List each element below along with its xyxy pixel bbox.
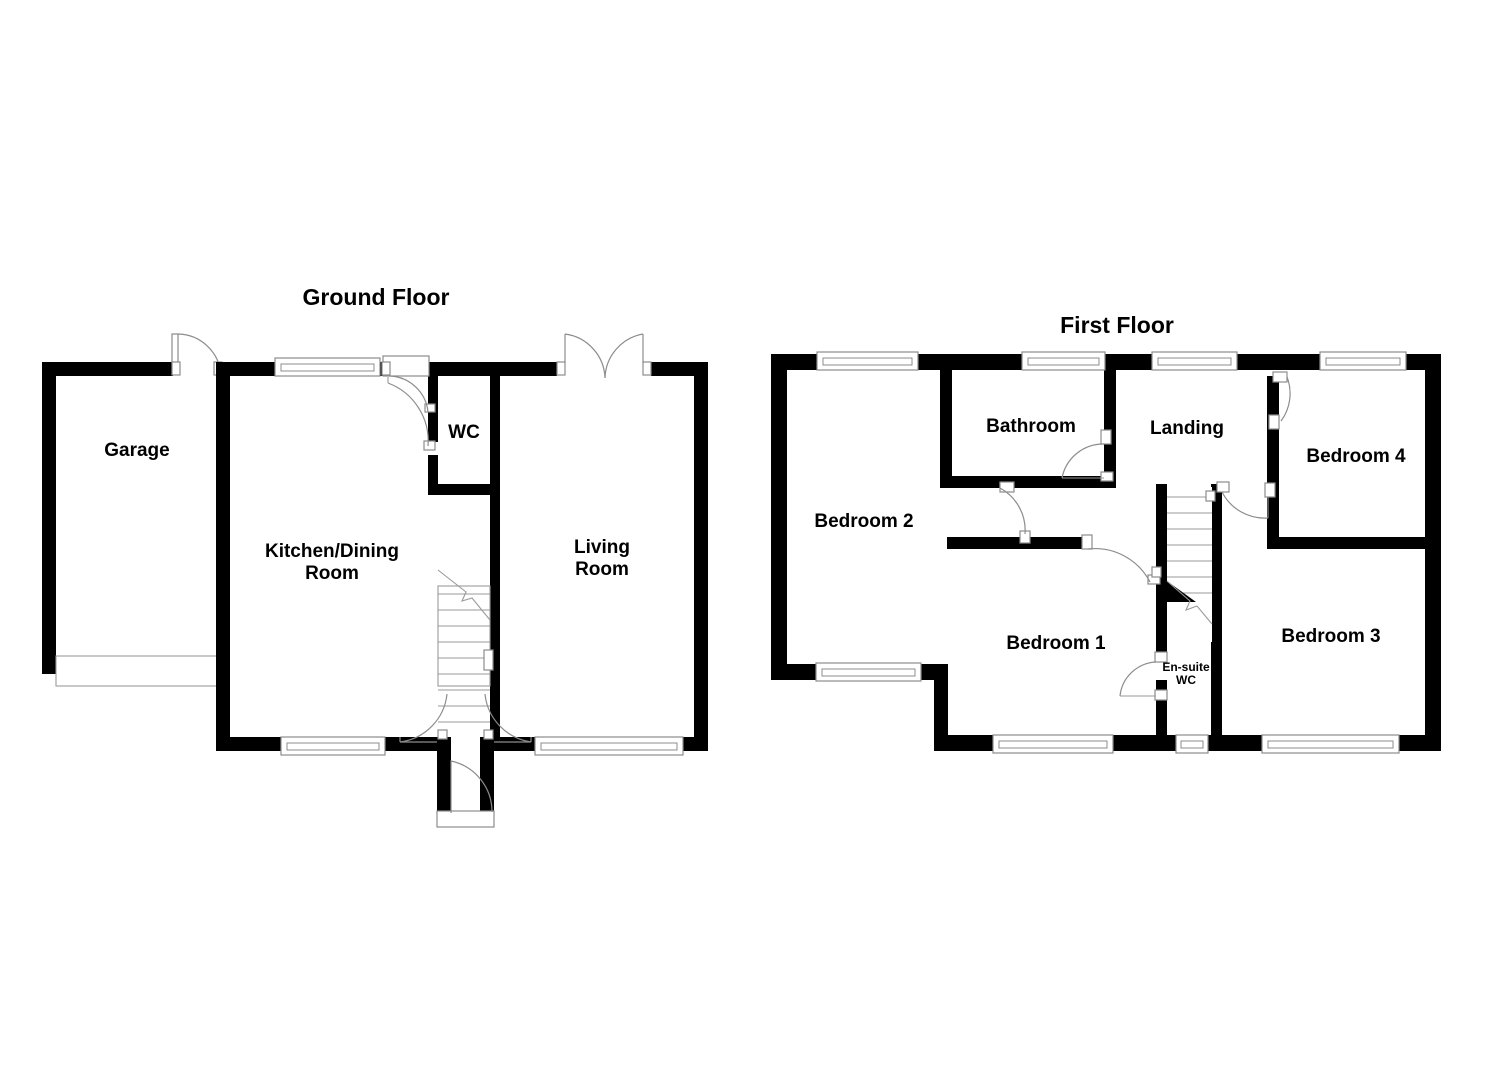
window-bedroom3-bottom xyxy=(1261,734,1400,754)
room-label-bedroom2: Bedroom 2 xyxy=(814,511,913,532)
garage-walls xyxy=(42,362,228,674)
front-door xyxy=(436,760,495,828)
window-landing-top xyxy=(1151,351,1238,371)
door-bedroom2 xyxy=(999,481,1031,544)
first-floor-group: First Floor xyxy=(771,312,1441,754)
first-floor-title: First Floor xyxy=(1060,312,1174,338)
door-bedroom4-top xyxy=(1268,371,1291,430)
door-bedroom1 xyxy=(1081,534,1161,585)
first-floor-windows xyxy=(815,351,1407,754)
room-label-living-line1: Living xyxy=(574,537,630,558)
staircase-ground xyxy=(437,569,494,740)
room-label-garage: Garage xyxy=(104,440,169,461)
room-label-ensuite-line2: WC xyxy=(1176,673,1196,687)
window-bedroom4-top xyxy=(1319,351,1407,371)
first-floor-doors xyxy=(999,371,1291,701)
ground-floor-group: Ground Floor xyxy=(42,284,708,828)
room-label-kitchen-line1: Kitchen/Dining xyxy=(265,541,399,562)
wc-door xyxy=(381,355,436,451)
room-label-ensuite-line1: En-suite xyxy=(1162,660,1210,674)
french-doors-living-room xyxy=(556,333,652,379)
room-label-landing: Landing xyxy=(1150,418,1224,439)
window-bedroom1-bottom xyxy=(992,734,1114,754)
window-bathroom-top xyxy=(1021,351,1106,371)
door-bedroom4-landing xyxy=(1216,481,1276,519)
window-kitchen-top xyxy=(274,357,381,377)
door-ensuite-wc xyxy=(1119,651,1168,701)
window-ensuite-bottom xyxy=(1175,734,1209,754)
garage-side-door xyxy=(171,333,223,376)
garage-door xyxy=(55,655,219,687)
room-label-bedroom1: Bedroom 1 xyxy=(1006,633,1106,654)
window-living-bottom xyxy=(534,736,684,756)
room-label-bedroom3: Bedroom 3 xyxy=(1281,626,1380,647)
room-label-bathroom: Bathroom xyxy=(986,416,1076,437)
room-label-kitchen-line2: Room xyxy=(305,563,359,584)
ground-floor-windows xyxy=(274,357,684,756)
ground-floor-title: Ground Floor xyxy=(303,284,450,310)
window-bedroom2-top xyxy=(816,351,919,371)
room-label-living-line2: Room xyxy=(575,559,629,580)
staircase-first xyxy=(1151,487,1216,642)
window-kitchen-bottom xyxy=(280,736,386,756)
room-label-bedroom4: Bedroom 4 xyxy=(1306,446,1406,467)
hall-doors xyxy=(399,693,532,743)
window-bedroom2-bottom xyxy=(815,662,922,682)
door-bathroom xyxy=(1061,429,1114,482)
room-label-wc: WC xyxy=(448,422,480,443)
